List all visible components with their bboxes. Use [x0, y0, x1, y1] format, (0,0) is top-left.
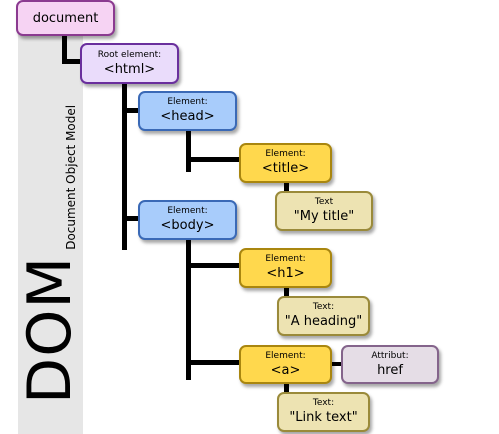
connector-html-trunk [122, 84, 127, 250]
title-text-caption: Text [314, 197, 334, 207]
a-attribute-node: Attribut: href [341, 345, 439, 384]
connector-head-title [186, 157, 242, 162]
dom-sidebar: DOM Document Object Model [15, 34, 85, 434]
h1-text-label: "A heading" [284, 314, 363, 329]
html-caption: Root element: [97, 49, 162, 60]
connector-document-html-h [62, 59, 82, 64]
title-node: Element: <title> [239, 143, 332, 183]
body-label: <body> [160, 218, 215, 233]
connector-h1-text [284, 285, 289, 298]
title-label: <title> [261, 161, 310, 176]
a-caption: Element: [265, 350, 306, 361]
h1-node: Element: <h1> [239, 248, 332, 288]
dom-full-name: Document Object Model [64, 104, 78, 250]
connector-html-body [122, 216, 140, 221]
body-node: Element: <body> [138, 200, 237, 240]
a-text-label: "Link text" [289, 410, 358, 425]
h1-text-node: Text: "A heading" [277, 296, 370, 336]
head-node: Element: <head> [138, 91, 237, 131]
dom-vertical-title: DOM Document Object Model [15, 84, 85, 404]
dom-abbreviation: DOM [15, 255, 85, 404]
connector-body-trunk [186, 239, 191, 380]
connector-document-html-v [62, 34, 67, 64]
title-text-node: Text "My title" [275, 191, 373, 231]
connector-body-h1 [186, 263, 242, 268]
html-node: Root element: <html> [80, 43, 179, 84]
connector-body-a [186, 360, 242, 365]
document-label: document [32, 10, 99, 26]
a-text-node: Text: "Link text" [277, 392, 370, 432]
connector-a-text [284, 381, 289, 393]
body-caption: Element: [167, 206, 208, 216]
title-caption: Element: [265, 149, 306, 159]
title-text-label: "My title" [293, 209, 355, 224]
connector-html-head [122, 108, 140, 113]
head-label: <head> [160, 109, 215, 124]
a-attribute-label: href [377, 362, 403, 378]
a-attribute-caption: Attribut: [371, 350, 409, 361]
h1-label: <h1> [266, 266, 305, 281]
a-label: <a> [270, 362, 301, 378]
a-node: Element: <a> [239, 345, 332, 384]
head-caption: Element: [167, 97, 208, 107]
connector-a-attribute [330, 362, 343, 366]
a-text-caption: Text: [312, 398, 335, 408]
connector-title-text [284, 181, 289, 193]
h1-caption: Element: [265, 254, 306, 264]
connector-head-trunk [186, 130, 191, 172]
html-label: <html> [103, 61, 156, 77]
h1-text-caption: Text: [312, 302, 335, 312]
document-node: document [16, 0, 115, 36]
